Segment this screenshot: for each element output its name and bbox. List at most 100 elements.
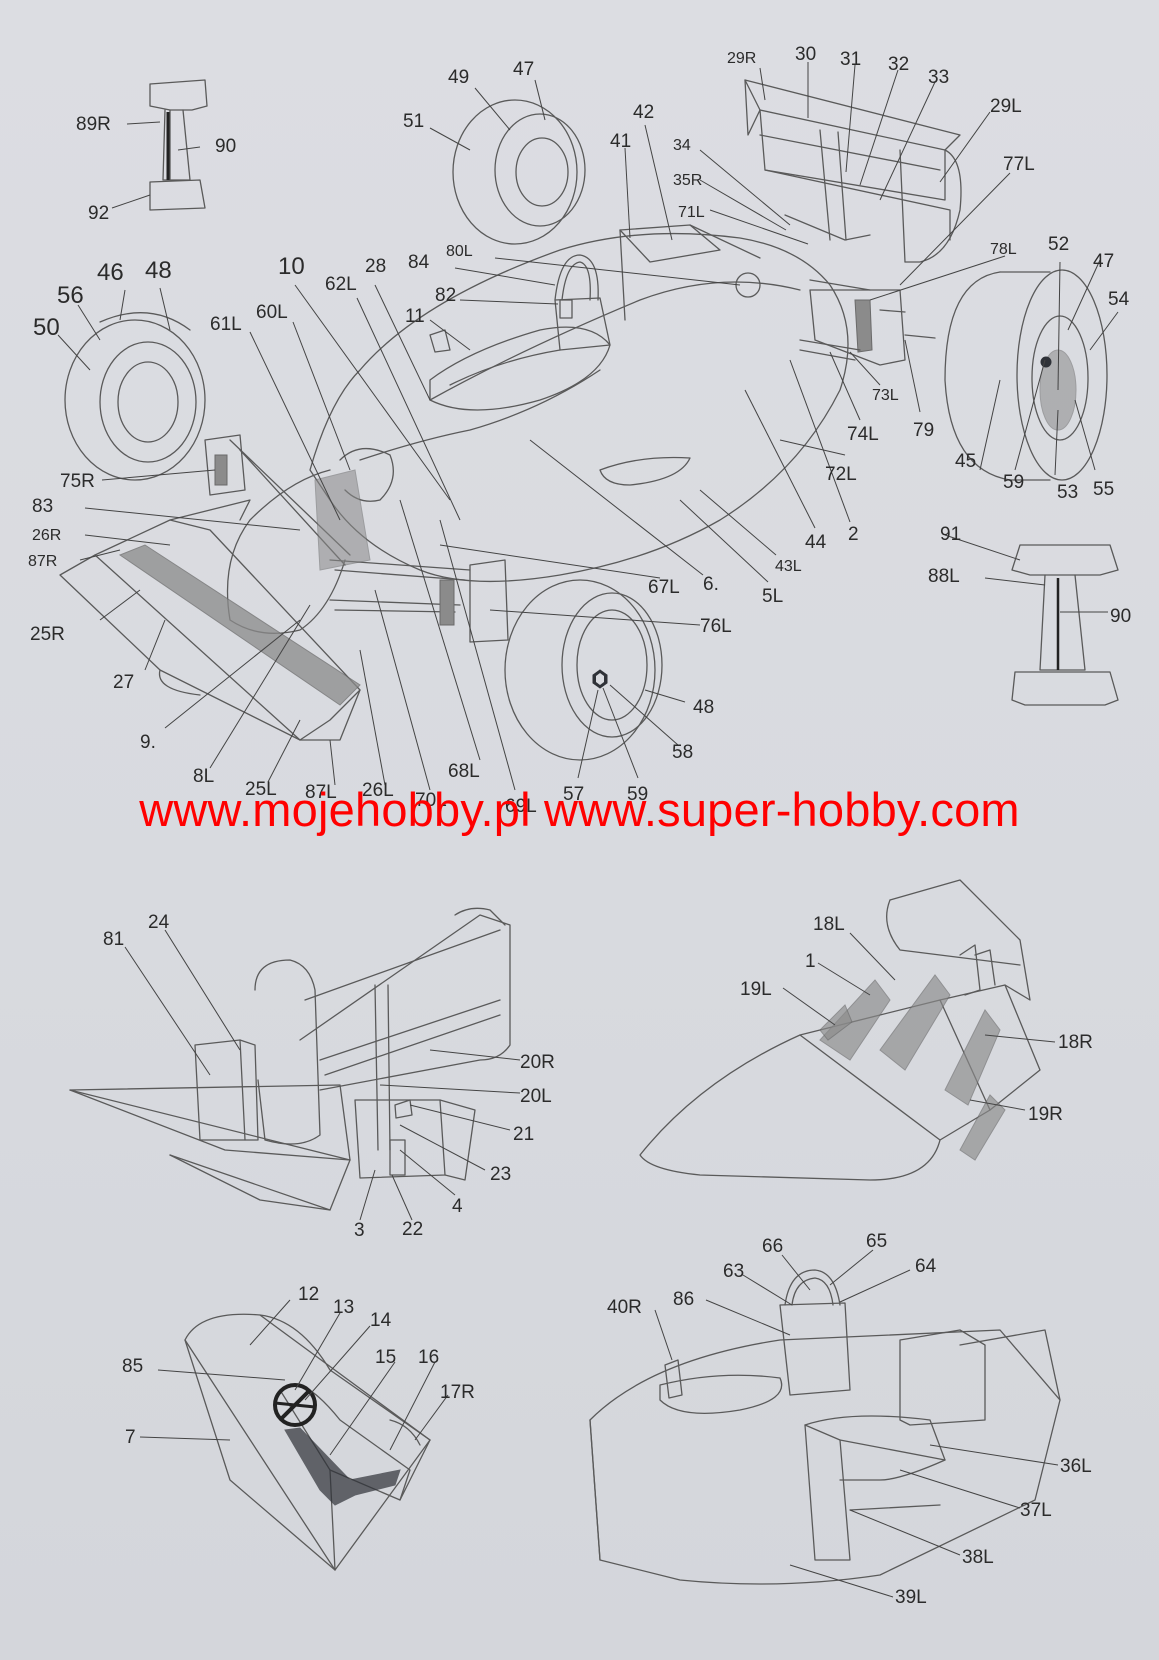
label: 21 — [513, 1124, 534, 1145]
label: 30 — [795, 44, 816, 65]
label: 56 — [57, 282, 84, 309]
label: 59 — [1003, 472, 1024, 493]
rear-wing-assembly — [69, 907, 511, 1211]
front-tyre-right — [504, 579, 663, 761]
label: 78L — [990, 241, 1017, 258]
label: 12 — [298, 1284, 319, 1305]
label: 13 — [333, 1297, 354, 1318]
label: 3 — [354, 1220, 365, 1241]
label: 82 — [435, 285, 456, 306]
label: 90 — [215, 136, 236, 157]
label: 84 — [408, 252, 430, 273]
leader-lines-main — [57, 62, 1119, 791]
label: 88L — [928, 566, 960, 587]
label: 19R — [1028, 1104, 1063, 1125]
label: 26L — [362, 780, 394, 801]
label: 48 — [693, 697, 714, 718]
label: 7 — [125, 1427, 136, 1448]
label: 74L — [847, 424, 879, 445]
label: 67L — [648, 577, 680, 598]
label: 18L — [813, 914, 845, 935]
label: 20L — [520, 1086, 552, 1107]
label: 48 — [145, 257, 172, 284]
label: 85 — [122, 1356, 143, 1377]
label: 72L — [825, 464, 857, 485]
sidepod-assembly — [589, 1269, 1061, 1585]
label: 25R — [30, 624, 65, 645]
rear-tyre-left — [64, 312, 206, 481]
label: 52 — [1048, 234, 1069, 255]
labels-main: 89R 90 92 46 48 56 50 49 47 51 41 42 29R… — [28, 44, 1131, 817]
label: 77L — [1003, 154, 1035, 175]
label: 32 — [888, 54, 909, 75]
label: 63 — [723, 1261, 744, 1282]
label: 20R — [520, 1052, 555, 1073]
label: 87R — [28, 553, 57, 570]
car-body — [204, 224, 849, 643]
label: 33 — [928, 67, 949, 88]
label: 75R — [60, 471, 95, 492]
label: 44 — [805, 532, 827, 553]
label: 9. — [140, 732, 156, 753]
label: 54 — [1108, 289, 1130, 310]
engine-cover-assembly — [639, 879, 1041, 1181]
label: 86 — [673, 1289, 694, 1310]
label: 29L — [990, 96, 1022, 117]
label: 90 — [1110, 606, 1131, 627]
leader-lines-wing — [124, 929, 521, 1221]
label: 42 — [633, 102, 654, 123]
label: 25L — [245, 779, 277, 800]
label: 45 — [955, 451, 976, 472]
label: 22 — [402, 1219, 423, 1240]
label: 47 — [1093, 251, 1114, 272]
label: 15 — [375, 1347, 396, 1368]
label: 29R — [727, 50, 756, 67]
leader-lines-sidepod — [654, 1249, 1059, 1598]
label: 5L — [762, 586, 783, 607]
label: 31 — [840, 49, 861, 70]
label: 64 — [915, 1256, 937, 1277]
label: 81 — [103, 929, 124, 950]
label: 6. — [703, 574, 719, 595]
label: 53 — [1057, 482, 1078, 503]
label: 66 — [762, 1236, 783, 1257]
label: 47 — [513, 59, 534, 80]
label: 70L — [415, 790, 447, 811]
label: 27 — [113, 672, 134, 693]
watermark-text: www.mojehobby.pl www.super-hobby.com — [139, 783, 1020, 836]
labels-cockpit: 12 13 14 15 16 85 17R 7 — [122, 1284, 475, 1448]
labels-sidepod: 66 65 63 64 40R 86 36L 37L 38L 39L — [607, 1231, 1092, 1608]
front-wing — [59, 499, 361, 741]
label: 49 — [448, 67, 469, 88]
label: 79 — [913, 420, 934, 441]
label: 68L — [448, 761, 480, 782]
label: 46 — [97, 259, 124, 286]
rear-tyre-right — [944, 269, 1108, 481]
label: 50 — [33, 314, 60, 341]
label: 40R — [607, 1297, 642, 1318]
label: 43L — [775, 558, 802, 575]
label: 92 — [88, 203, 109, 224]
label: 65 — [866, 1231, 887, 1252]
label: 34 — [673, 137, 691, 154]
label: 17R — [440, 1382, 475, 1403]
label: 62L — [325, 274, 357, 295]
front-tyre-top — [452, 99, 586, 245]
label: 83 — [32, 496, 53, 517]
label: 16 — [418, 1347, 439, 1368]
labels-wing: 81 24 20R 20L 21 23 4 3 22 — [103, 912, 555, 1241]
label: 19L — [740, 979, 772, 1000]
label: 10 — [278, 253, 305, 280]
label: 87L — [305, 782, 337, 803]
label: 8L — [193, 766, 214, 787]
label: 41 — [610, 131, 631, 152]
label: 59 — [627, 784, 648, 805]
label: 4 — [452, 1196, 463, 1217]
label: 18R — [1058, 1032, 1093, 1053]
label: 37L — [1020, 1500, 1052, 1521]
label: 35R — [673, 172, 702, 189]
label: 89R — [76, 114, 111, 135]
suspension-strut-left — [149, 79, 208, 211]
